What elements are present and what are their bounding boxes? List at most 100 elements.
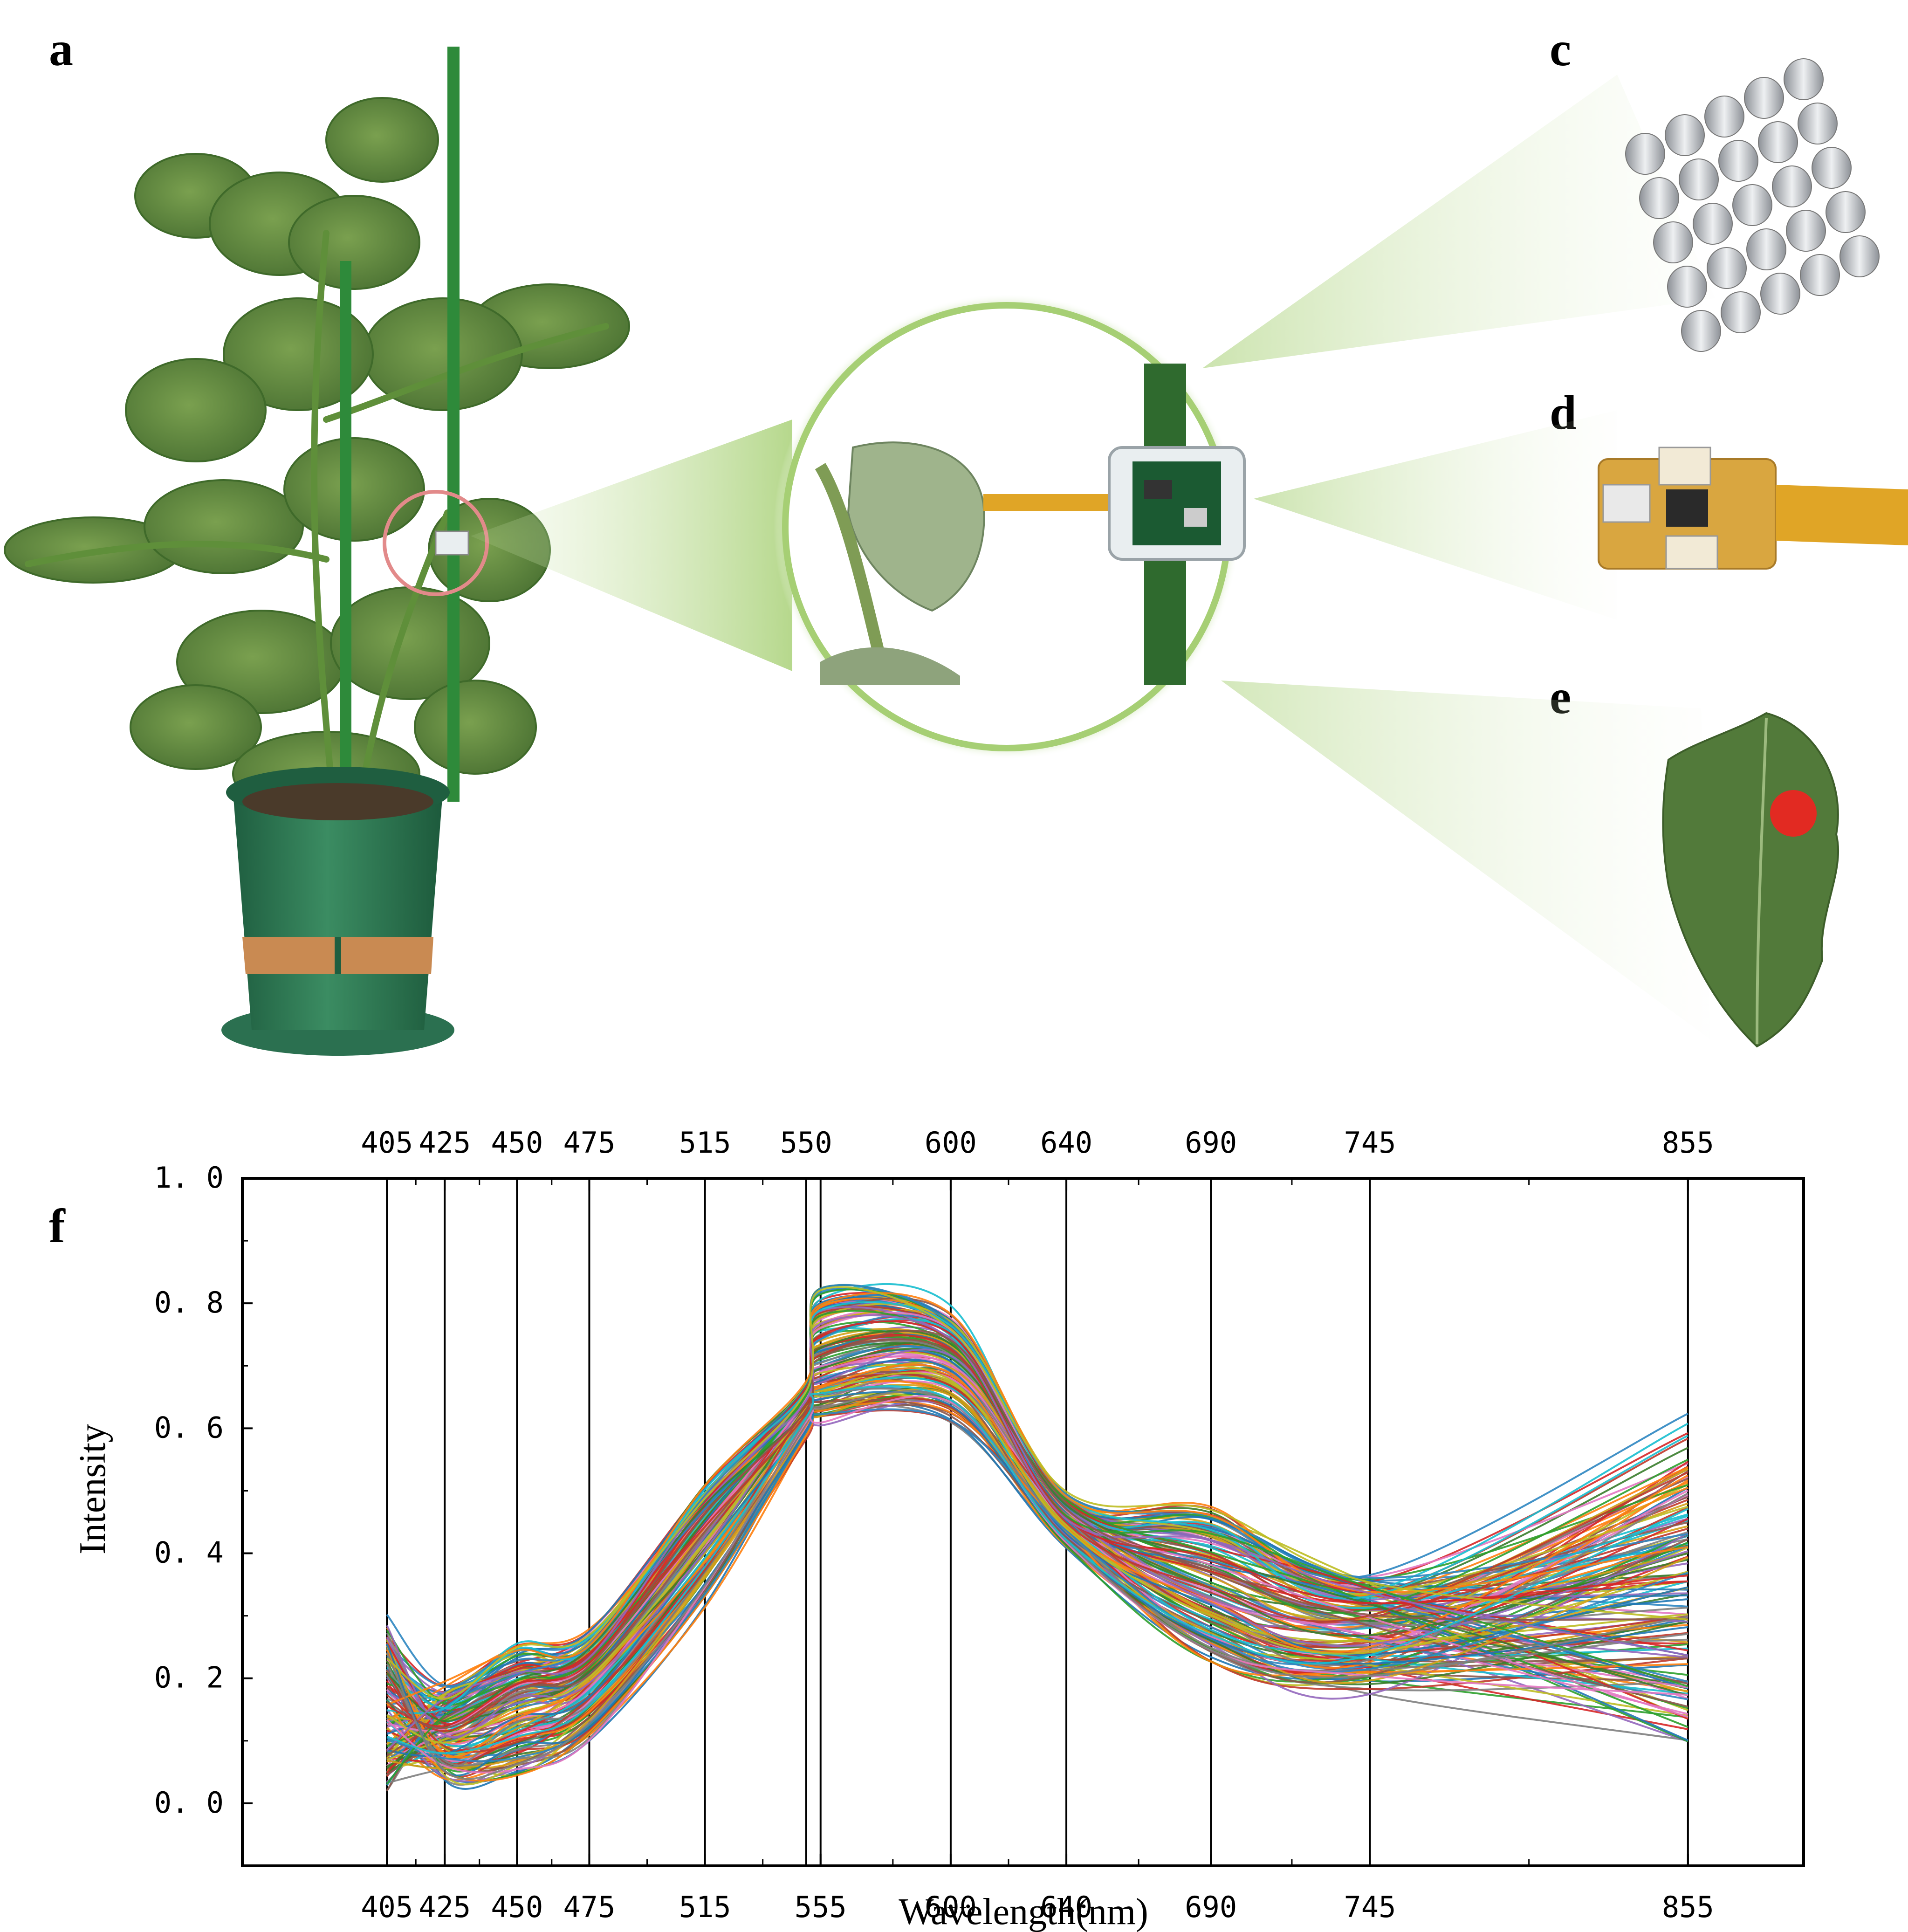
spectrum-series-line	[386, 1388, 1688, 1769]
spectrum-series-line	[386, 1314, 1688, 1786]
support-stake-1	[447, 47, 460, 802]
sensor-on-plant	[435, 530, 469, 556]
magnet-disc	[1798, 103, 1838, 144]
spectrum-series-line	[386, 1330, 1688, 1722]
spectrum-series-line	[387, 1330, 1688, 1721]
x-tick-label-bottom: 425	[419, 1890, 471, 1924]
magnet-disc	[1625, 133, 1665, 175]
magnet-disc	[1707, 247, 1747, 289]
x-tick-label-bottom: 515	[679, 1890, 731, 1924]
y-tick-label: 1. 0	[154, 1161, 224, 1195]
y-tick-label: 0. 6	[154, 1410, 224, 1444]
zoom-beam-to-c	[1202, 75, 1715, 368]
x-tick-label-top: 450	[491, 1126, 543, 1160]
magnet-disc	[1732, 184, 1772, 226]
plant-pot	[221, 767, 454, 1056]
x-tick-label-bottom: 855	[1662, 1890, 1714, 1924]
x-tick-label-top: 745	[1344, 1126, 1396, 1160]
sensor-closeup-photo	[774, 294, 1246, 760]
magnet-disc	[1718, 140, 1758, 182]
panel-label-a: a	[49, 22, 73, 76]
spectral-series	[386, 1283, 1688, 1792]
x-tick-label-top: 550	[780, 1126, 832, 1160]
x-tick-label-top: 405	[361, 1126, 413, 1160]
spectrum-series-line	[386, 1385, 1688, 1754]
panel-label-c: c	[1550, 22, 1571, 76]
y-tick-label: 0. 4	[154, 1536, 224, 1570]
support-stake-2	[340, 261, 351, 802]
x-tick-label-bottom: 690	[1185, 1890, 1237, 1924]
spectrum-series-line	[386, 1287, 1688, 1688]
plant-foliage	[4, 97, 630, 817]
magnet-disc	[1784, 58, 1824, 100]
y-axis-ticks: 0. 0 0. 2 0. 4 0. 6 0. 8 1. 0	[154, 1161, 253, 1867]
spectrum-series-line	[386, 1297, 1688, 1722]
spectrum-series-line	[386, 1363, 1688, 1759]
magnet-disc	[1653, 221, 1693, 263]
flex-cable-d	[1776, 485, 1908, 545]
magnet-disc	[1665, 114, 1705, 156]
magnet-disc	[1667, 266, 1707, 308]
spectrum-series-line	[386, 1390, 1688, 1777]
magnet-disc	[1744, 77, 1784, 119]
spectrum-series-line	[387, 1301, 1688, 1714]
magnet-disc	[1826, 191, 1866, 233]
y-tick-label: 0. 2	[154, 1661, 224, 1695]
magnets-photo	[1625, 58, 1880, 352]
magnet-disc	[1721, 291, 1761, 333]
magnet-disc	[1681, 310, 1721, 352]
spectrum-series-line	[386, 1348, 1688, 1739]
leaf-b	[847, 441, 985, 612]
magnet-disc	[1679, 158, 1719, 200]
spectrum-series-line	[386, 1286, 1688, 1700]
spectrum-series-line	[386, 1320, 1688, 1727]
y-tick-label: 0. 0	[154, 1786, 224, 1820]
x-tick-label-top: 475	[563, 1126, 615, 1160]
spectrum-series-line	[386, 1314, 1688, 1751]
sensor-board-photo	[1598, 447, 1908, 570]
magnet-disc	[1693, 203, 1733, 245]
magnet-disc	[1812, 147, 1852, 189]
spectrum-series-line	[386, 1401, 1688, 1782]
magnet-disc	[1746, 228, 1786, 270]
measurement-spot	[1770, 790, 1817, 837]
tomato-plant-photo	[4, 47, 630, 1056]
spectrum-series-line	[386, 1390, 1688, 1780]
x-tick-label-bottom: 405	[361, 1890, 413, 1924]
zoom-beam-to-b	[471, 419, 792, 671]
spectrum-series-line	[386, 1400, 1688, 1782]
spectrum-series-line	[386, 1329, 1688, 1729]
spectrum-series-line	[386, 1395, 1688, 1774]
magnet-disc	[1800, 254, 1840, 296]
sensor-pcb-b	[1132, 461, 1221, 545]
spectrum-series-line	[386, 1310, 1688, 1785]
spectrum-series-line	[386, 1348, 1688, 1769]
x-tick-label-bottom: 640	[1040, 1890, 1092, 1924]
spectrum-series-line	[386, 1334, 1688, 1733]
leaf-photo	[1662, 712, 1839, 1048]
x-tick-label-bottom: 745	[1344, 1890, 1396, 1924]
magnet-disc	[1639, 177, 1679, 219]
spectrum-series-line	[387, 1359, 1688, 1757]
spectrum-series-line	[386, 1292, 1688, 1706]
magnet-disc	[1704, 96, 1744, 138]
x-tick-label-bottom: 475	[563, 1890, 615, 1924]
spectrum-series-line	[386, 1376, 1688, 1747]
magnet-disc	[1772, 165, 1812, 207]
zoom-beam-to-d	[1254, 410, 1617, 620]
x-tick-label-bottom: 555	[795, 1890, 847, 1924]
x-axis-title: Wavelength(nm)	[899, 1891, 1148, 1932]
x-tick-label-top: 425	[419, 1126, 471, 1160]
plot-frame	[241, 1177, 1805, 1867]
x-tick-label-top: 600	[925, 1126, 977, 1160]
magnet-disc	[1786, 210, 1826, 252]
x-tick-label-top: 640	[1040, 1126, 1092, 1160]
y-tick-label: 0. 8	[154, 1286, 224, 1320]
y-axis-title: Intensity	[72, 1424, 113, 1554]
magnet-disc	[1758, 121, 1798, 163]
flex-cable-b	[983, 494, 1132, 511]
x-tick-label-top: 855	[1662, 1126, 1714, 1160]
x-tick-label-top: 690	[1185, 1126, 1237, 1160]
